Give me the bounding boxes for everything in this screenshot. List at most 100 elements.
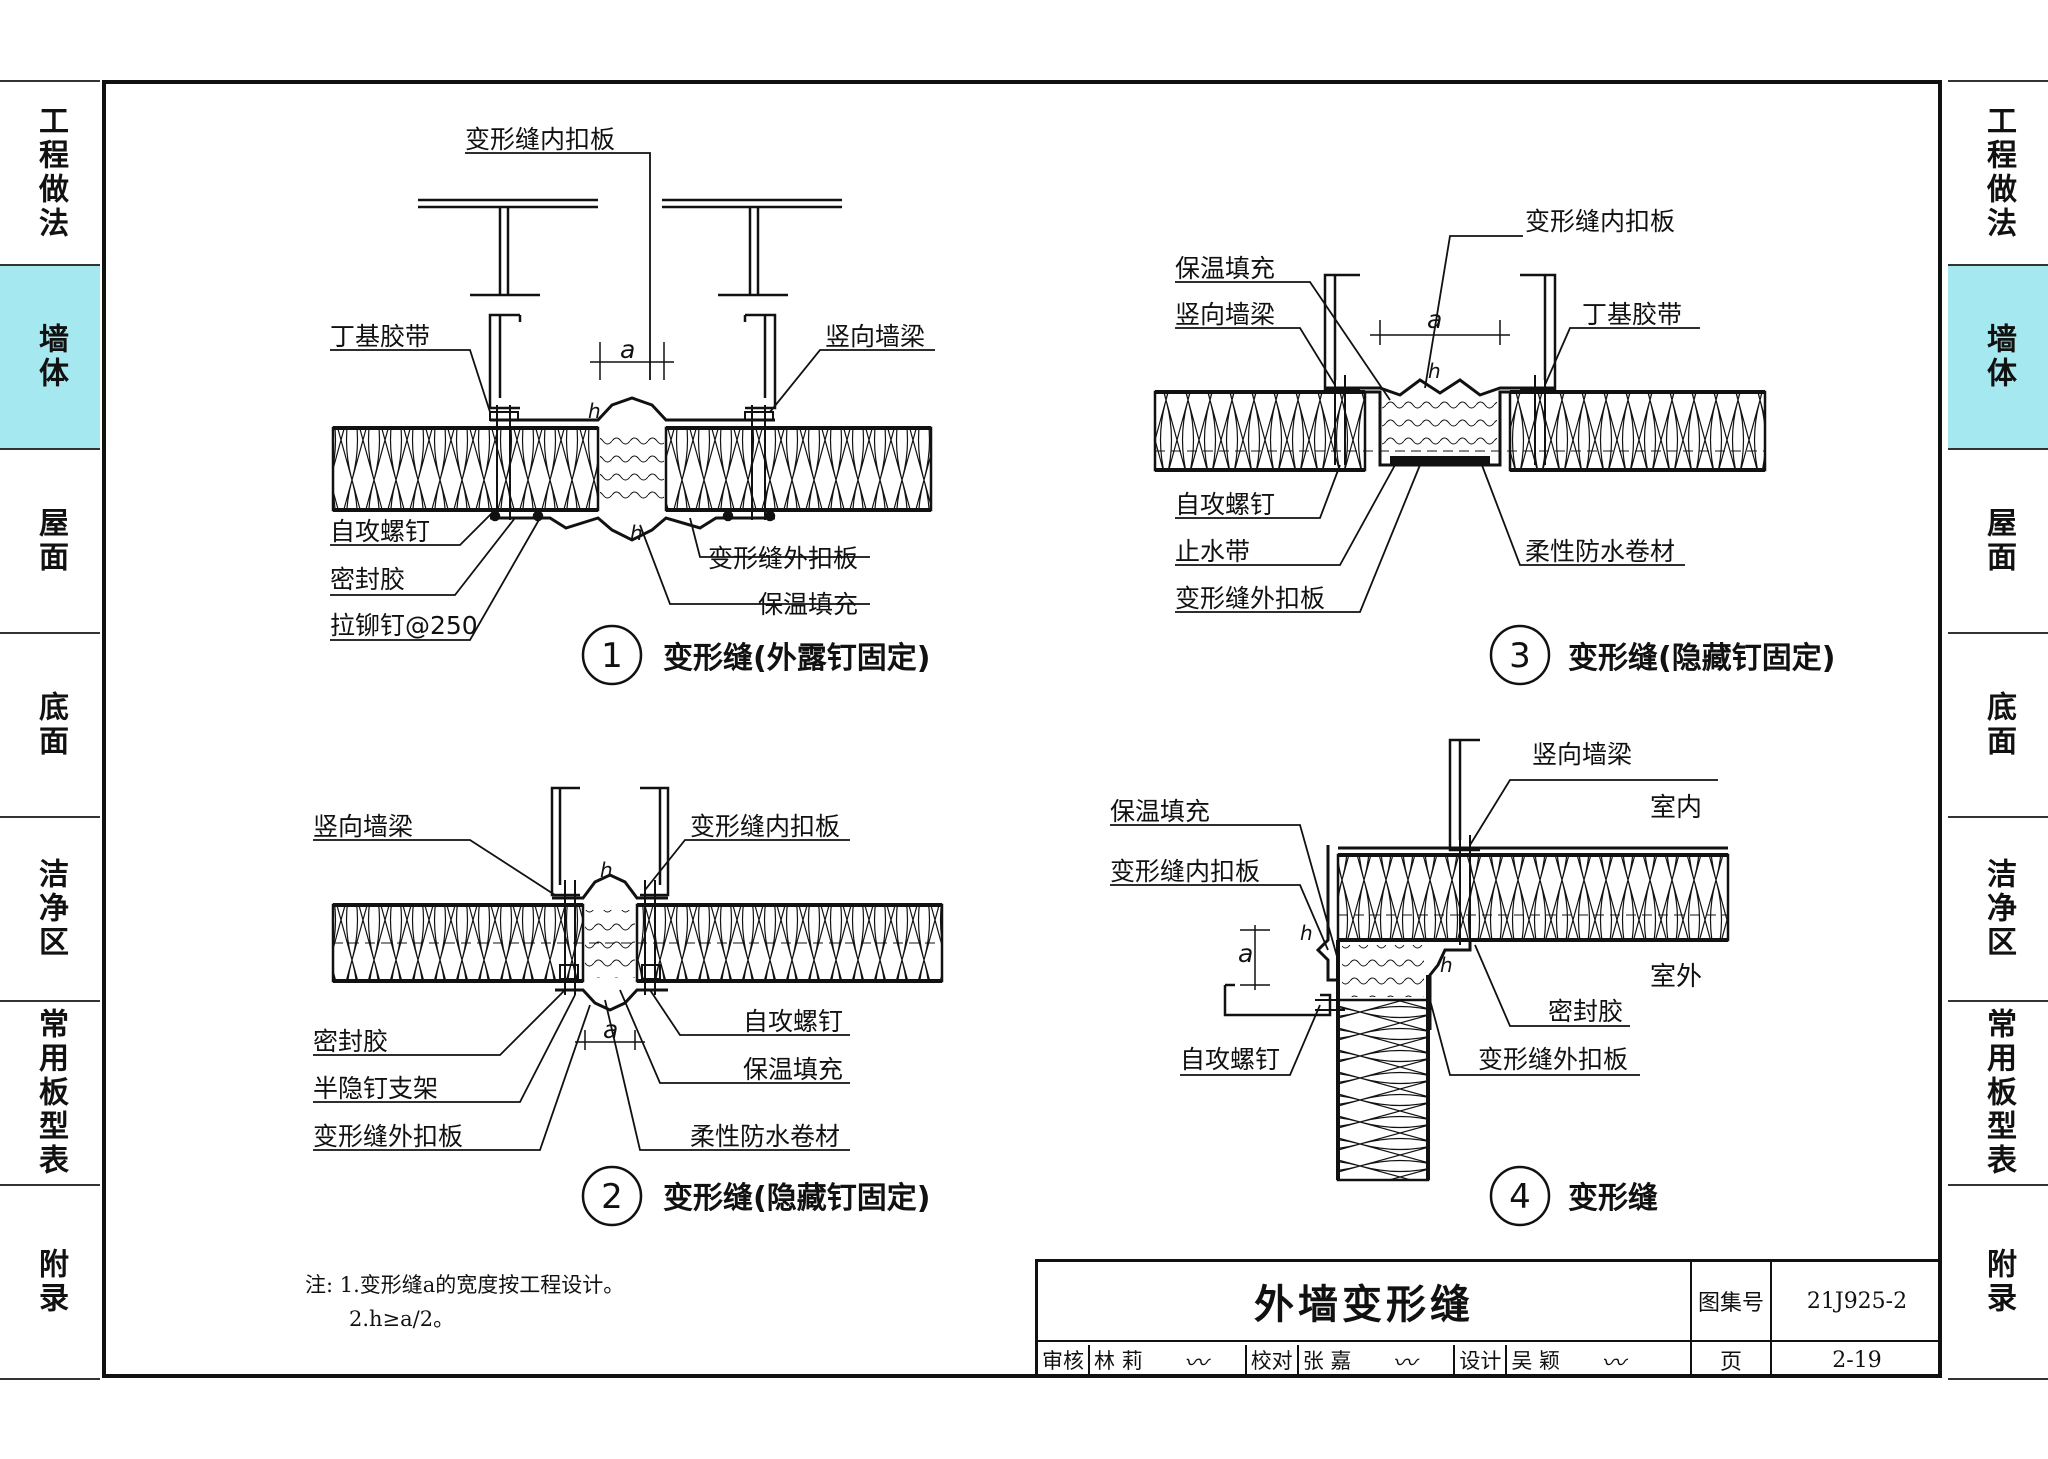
side-tab[interactable]: 工程做法 xyxy=(1948,82,2048,266)
detail-title: 变形缝(隐藏钉固定) xyxy=(663,1181,930,1216)
wall-beam-right xyxy=(745,313,777,410)
label-wall-beam: 竖向墙梁 xyxy=(1532,740,1632,769)
review-signature: 〰 xyxy=(1183,1348,1208,1377)
dim-h: h xyxy=(1440,953,1453,977)
label-butyl-tape: 丁基胶带 xyxy=(330,322,430,351)
label-screw: 自攻螺钉 xyxy=(1175,490,1275,519)
detail-4-caption: 4 变形缝 xyxy=(1489,1165,1658,1227)
wall-beam-left xyxy=(1323,273,1360,392)
side-tab[interactable]: 工程做法 xyxy=(0,82,100,266)
steel-column xyxy=(418,198,842,297)
side-tab[interactable]: 洁净区 xyxy=(1948,818,2048,1002)
design-name: 吴 颖 xyxy=(1511,1349,1561,1373)
leader-lines xyxy=(1175,235,1700,613)
detail-4-labels: 竖向墙梁 保温填充 室内 变形缝内扣板 室外 密封胶 自攻螺钉 变形缝外扣板 a… xyxy=(1110,740,1702,1074)
label-screw: 自攻螺钉 xyxy=(330,517,430,546)
wall-panel-left xyxy=(1153,390,1367,472)
side-tab[interactable]: 附录 xyxy=(1948,1186,2048,1380)
joint-insulation xyxy=(585,910,635,978)
detail-2-labels: 竖向墙梁 变形缝内扣板 密封胶 半隐钉支架 变形缝外扣板 自攻螺钉 保温填充 柔… xyxy=(313,812,843,1151)
side-tab[interactable]: 屋面 xyxy=(0,450,100,634)
side-tab[interactable]: 常用板型表 xyxy=(0,1002,100,1186)
check-name: 张 嘉 xyxy=(1302,1349,1352,1373)
detail-1-caption: 1 变形缝(外露钉固定) xyxy=(581,624,930,686)
detail-4 xyxy=(1110,738,1730,1182)
side-tab[interactable]: 常用板型表 xyxy=(1948,1002,2048,1186)
inner-cover-plate xyxy=(1325,378,1555,397)
side-tab[interactable]: 底面 xyxy=(0,634,100,818)
notes: 注: 1.变形缝a的宽度按工程设计。 2.h≥a/2。 xyxy=(305,1268,624,1336)
leader-lines xyxy=(1110,779,1718,1076)
detail-number: 4 xyxy=(1509,1177,1531,1217)
joint-insulation xyxy=(600,432,664,508)
label-bracket: 半隐钉支架 xyxy=(313,1074,438,1103)
dim-h: h xyxy=(588,399,601,423)
label-insulation-fill: 保温填充 xyxy=(1110,797,1210,826)
label-sealant: 密封胶 xyxy=(1548,997,1623,1026)
side-tab[interactable]: 洁净区 xyxy=(0,818,100,1002)
page-label: 页 xyxy=(1692,1342,1772,1378)
label-inner-cover: 变形缝内扣板 xyxy=(1110,857,1260,886)
wall-panel-vertical xyxy=(1336,998,1430,1182)
joint-insulation xyxy=(1382,400,1497,455)
side-tab[interactable]: 附录 xyxy=(0,1186,100,1380)
outer-cover-plate xyxy=(555,988,668,1012)
label-butyl-tape: 丁基胶带 xyxy=(1582,300,1682,329)
note-line-1: 注: 1.变形缝a的宽度按工程设计。 xyxy=(305,1273,625,1297)
label-membrane: 柔性防水卷材 xyxy=(1525,537,1675,566)
wall-panel-right xyxy=(664,426,933,512)
side-tab-active[interactable]: 墙体 xyxy=(0,266,100,450)
wall-panel-right xyxy=(1508,390,1767,472)
side-tab[interactable]: 底面 xyxy=(1948,634,2048,818)
label-inner-cover: 变形缝内扣板 xyxy=(465,125,615,154)
atlas-label: 图集号 xyxy=(1692,1262,1772,1342)
detail-number: 3 xyxy=(1509,636,1531,676)
label-outer-cover: 变形缝外扣板 xyxy=(708,544,858,573)
label-indoor: 室内 xyxy=(1650,793,1702,823)
drawing-title: 外墙变形缝 xyxy=(1038,1262,1692,1342)
detail-2-caption: 2 变形缝(隐藏钉固定) xyxy=(581,1165,930,1227)
side-tab[interactable]: 屋面 xyxy=(1948,450,2048,634)
wall-panel-left xyxy=(331,426,600,512)
detail-3-labels: 变形缝内扣板 保温填充 竖向墙梁 丁基胶带 自攻螺钉 止水带 变形缝外扣板 柔性… xyxy=(1175,207,1682,613)
leader-lines xyxy=(313,839,850,1151)
atlas-number: 21J925-2 xyxy=(1772,1262,1942,1342)
joint-insulation xyxy=(1342,945,1424,997)
review-name: 林 莉 xyxy=(1094,1349,1143,1373)
detail-1-labels: 变形缝内扣板 丁基胶带 竖向墙梁 自攻螺钉 密封胶 拉铆钉@250 变形缝外扣板… xyxy=(330,125,925,640)
label-insulation-fill: 保温填充 xyxy=(743,1055,843,1084)
label-insulation-fill: 保温填充 xyxy=(758,590,858,619)
design-signature: 〰 xyxy=(1601,1348,1626,1377)
review-label: 审核 xyxy=(1038,1345,1090,1375)
note-line-2: 2.h≥a/2。 xyxy=(349,1307,455,1331)
wall-beam xyxy=(1448,738,1480,852)
leader-lines xyxy=(330,152,935,641)
wall-beam-left xyxy=(550,786,580,897)
label-wall-beam: 竖向墙梁 xyxy=(825,322,925,351)
dim-a: a xyxy=(1427,305,1442,334)
dim-h: h xyxy=(1300,921,1313,945)
dim-h: h xyxy=(600,858,613,882)
wall-beam-lower xyxy=(1223,985,1332,1017)
detail-2 xyxy=(313,786,944,1151)
label-outdoor: 室外 xyxy=(1650,962,1702,992)
water-stop xyxy=(1390,456,1490,465)
label-outer-cover: 变形缝外扣板 xyxy=(1478,1045,1628,1074)
outer-cover-plate xyxy=(490,516,775,542)
label-insulation-fill: 保温填充 xyxy=(1175,254,1275,283)
label-screw: 自攻螺钉 xyxy=(743,1007,843,1036)
detail-title: 变形缝 xyxy=(1568,1181,1658,1216)
signature-row: 审核 林 莉 〰 校对 张 嘉 〰 设计 吴 颖 〰 xyxy=(1038,1342,1692,1378)
label-wall-beam: 竖向墙梁 xyxy=(1175,300,1275,329)
check-signature: 〰 xyxy=(1392,1348,1417,1377)
design-label: 设计 xyxy=(1453,1345,1508,1375)
check-label: 校对 xyxy=(1244,1345,1299,1375)
label-outer-cover: 变形缝外扣板 xyxy=(313,1122,463,1151)
side-tab-active[interactable]: 墙体 xyxy=(1948,266,2048,450)
side-tabs-left: 工程做法 墙体 屋面 底面 洁净区 常用板型表 附录 xyxy=(0,80,100,1384)
detail-title: 变形缝(隐藏钉固定) xyxy=(1568,641,1835,676)
inner-cover-plate xyxy=(490,396,775,422)
inner-cover-plate xyxy=(552,873,668,900)
page-number: 2-19 xyxy=(1832,1347,1882,1373)
